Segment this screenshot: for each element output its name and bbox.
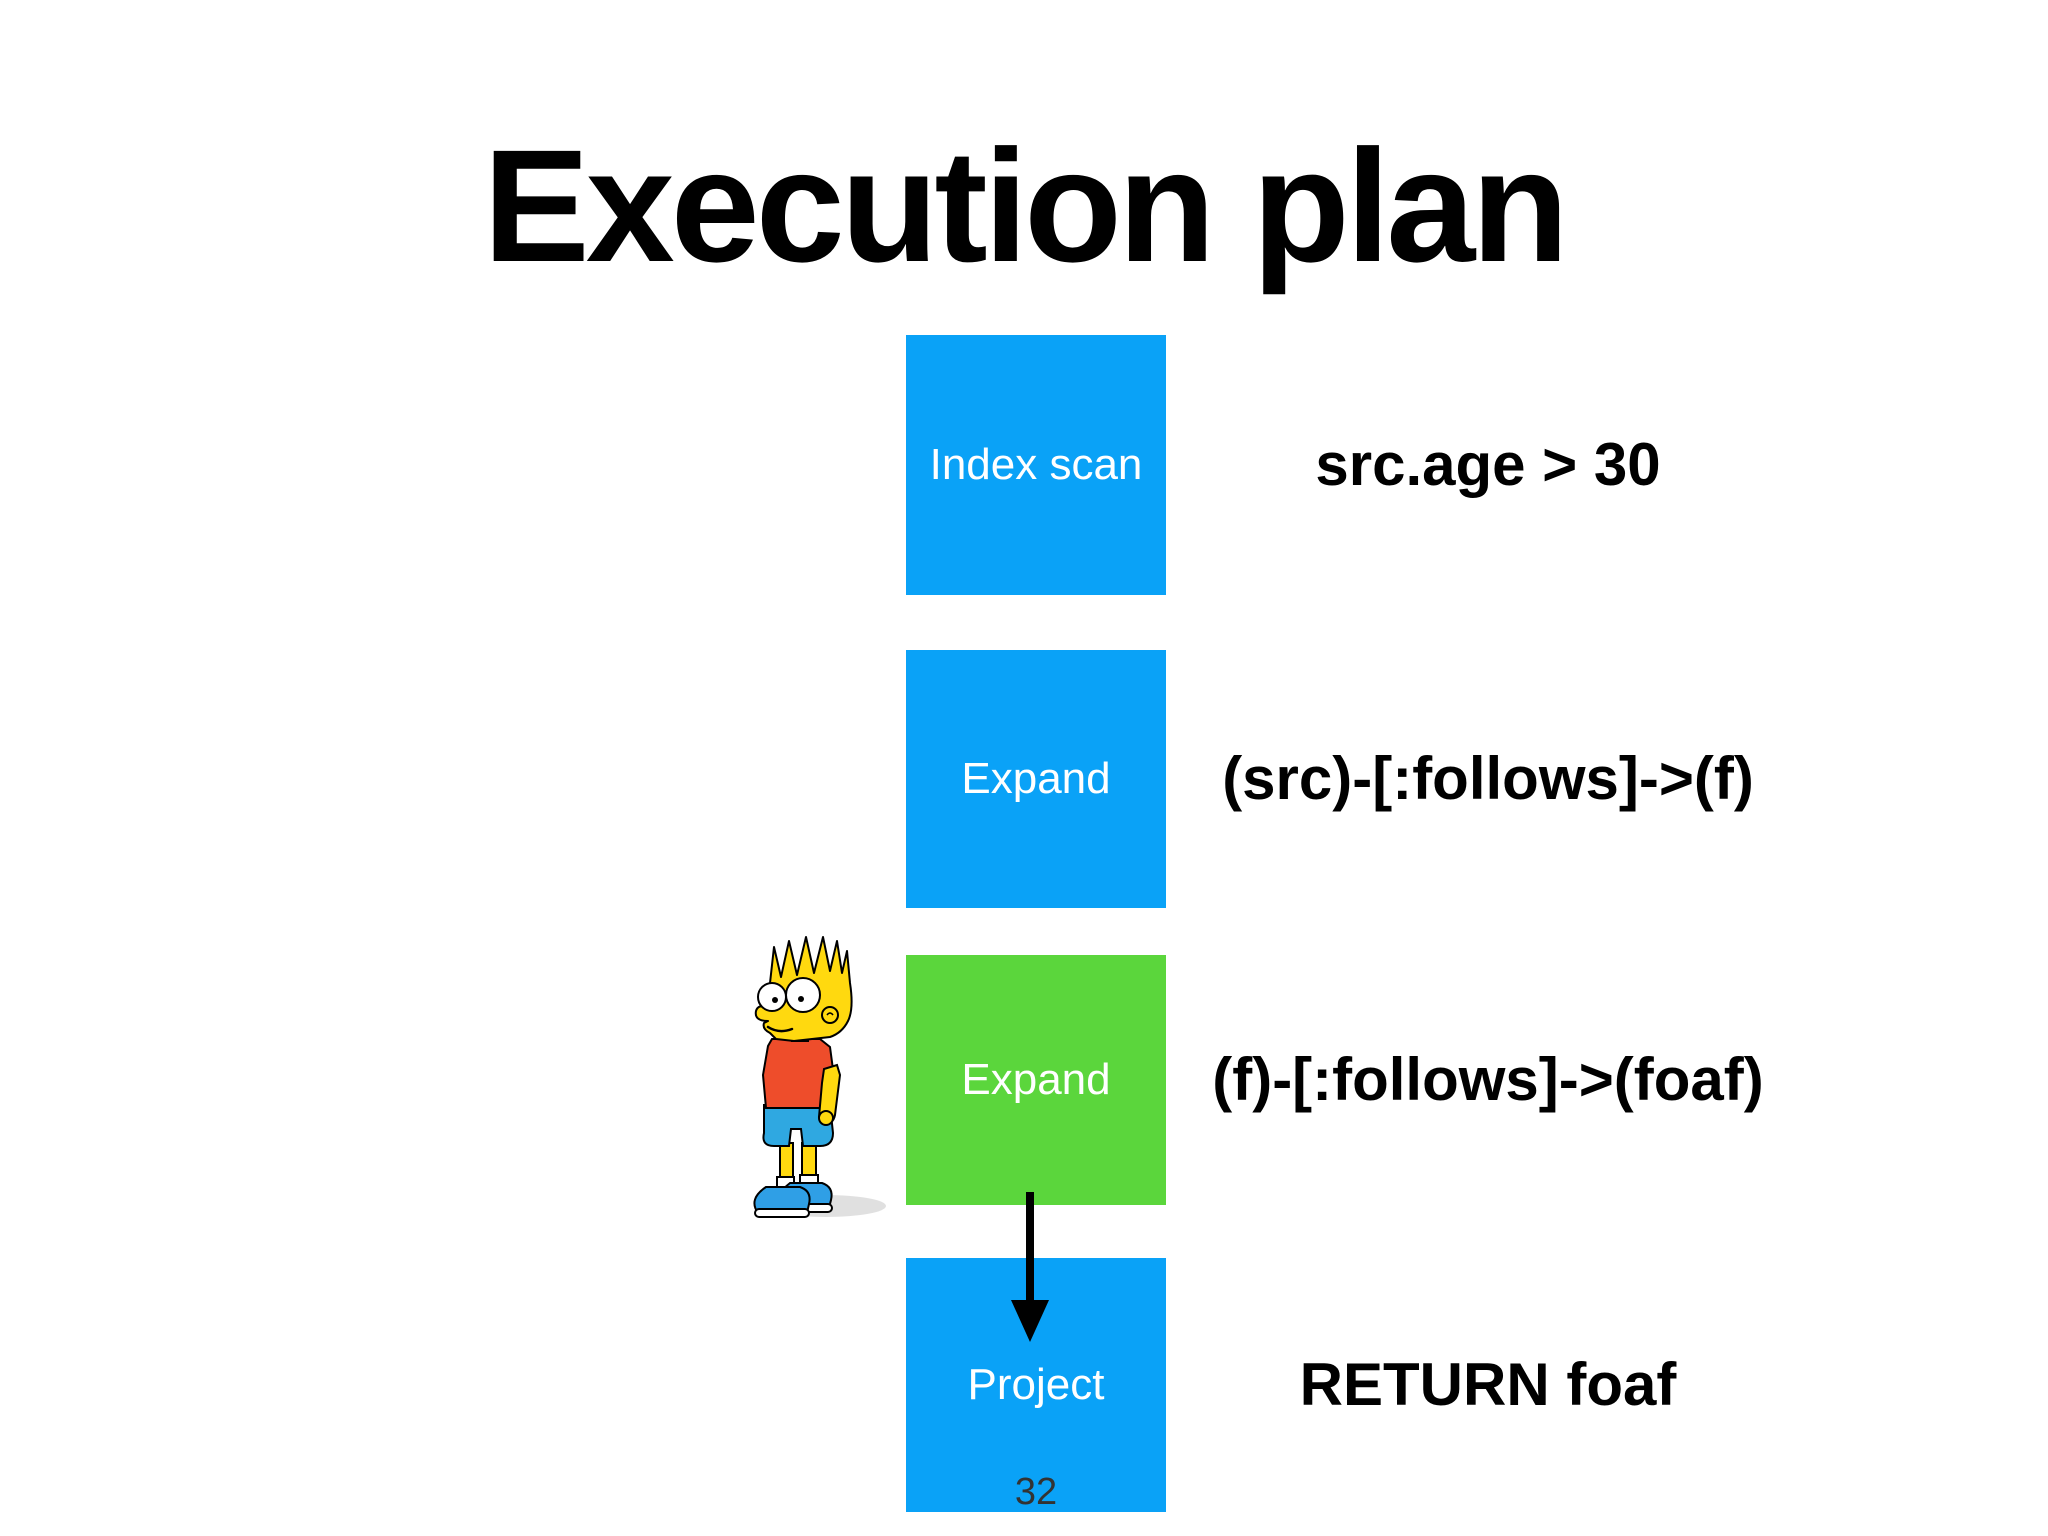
plan-step-label: Expand <box>961 754 1111 803</box>
plan-step-box-expand-2: Expand <box>906 955 1166 1205</box>
plan-step-label: Index scan <box>929 440 1143 489</box>
plan-step-annotation: src.age > 30 <box>1315 431 1661 498</box>
page-number: 32 <box>1014 1471 1058 1513</box>
arrow-down-icon <box>1011 1192 1049 1342</box>
plan-step-annotation: RETURN foaf <box>1299 1351 1677 1418</box>
plan-step-label: Expand <box>961 1055 1111 1104</box>
plan-step-annotation: (src)-[:follows]->(f) <box>1222 745 1754 812</box>
plan-step-annotation: (f)-[:follows]->(foaf) <box>1212 1046 1764 1113</box>
plan-step-label: Project <box>967 1360 1105 1409</box>
plan-step-box-index-scan: Index scan <box>906 335 1166 595</box>
page-title: Execution plan <box>483 116 1569 295</box>
plan-step-box-expand-1: Expand <box>906 650 1166 908</box>
bart-simpson-cartoon-icon <box>753 936 886 1218</box>
